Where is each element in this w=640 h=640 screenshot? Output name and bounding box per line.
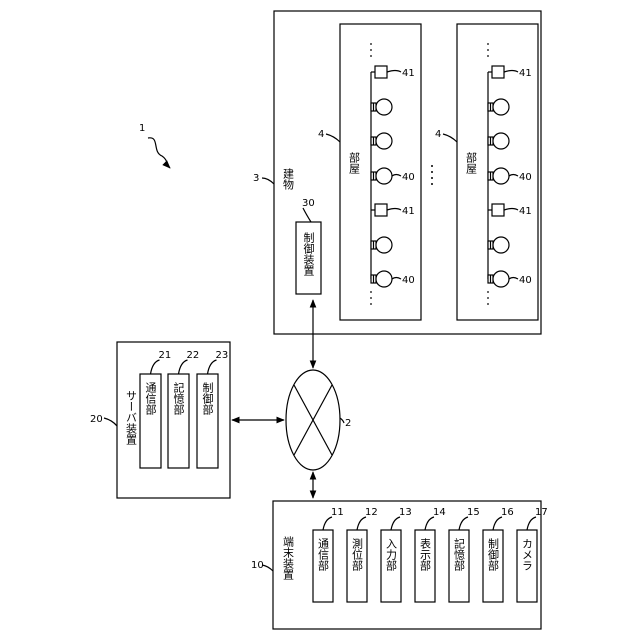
unit-label: 制御部 (487, 538, 500, 571)
building-ref: 3 (253, 173, 259, 184)
unit-label: 測位部 (351, 537, 364, 571)
sensor-ref: 41 (402, 68, 415, 79)
chain-ellipsis-dot (370, 303, 372, 305)
chain-ellipsis-dot (487, 297, 489, 299)
terminal-ref: 10 (251, 560, 264, 571)
unit-label: カメラ (521, 538, 534, 571)
sensor-icon (492, 204, 504, 216)
unit-ref: 13 (399, 507, 412, 518)
unit-ref: 21 (159, 350, 172, 361)
lamp-ref: 40 (519, 275, 532, 286)
unit-ref: 14 (433, 507, 446, 518)
unit-ref: 15 (467, 507, 480, 518)
chain-ellipsis-dot (487, 49, 489, 51)
chain-ellipsis-dot (370, 291, 372, 293)
unit-ref: 16 (501, 507, 514, 518)
room-ref-1: 4 (318, 129, 324, 140)
unit-label: 記憶部 (172, 381, 185, 415)
chain-ellipsis-dot (487, 43, 489, 45)
chain-ellipsis-dot (487, 55, 489, 57)
figure-ref-leader (148, 138, 170, 168)
unit-label: 通信部 (144, 382, 157, 415)
network-ref-leader (340, 418, 344, 423)
building-label: 建物 (282, 167, 295, 190)
lamp-ref: 40 (402, 172, 415, 183)
room-ref-2: 4 (435, 129, 441, 140)
lamp-ref: 40 (519, 172, 532, 183)
chain-ellipsis-dot (487, 303, 489, 305)
sensor-icon (492, 66, 504, 78)
server-label: サーバ装置 (125, 390, 138, 445)
terminal-label: 端末装置 (282, 536, 295, 580)
chain-ellipsis-dot (370, 55, 372, 57)
figure-ref-label: 1 (139, 123, 145, 134)
unit-ref: 22 (187, 350, 200, 361)
unit-label: 通信部 (317, 538, 330, 571)
building-ref-leader (262, 178, 274, 184)
sensor-icon (375, 66, 387, 78)
unit-label: 表示部 (419, 537, 432, 571)
sensor-ref: 41 (402, 206, 415, 217)
unit-label: 入力部 (385, 538, 398, 571)
sensor-ref: 41 (519, 206, 532, 217)
network-ref: 2 (345, 418, 351, 429)
network-node (286, 370, 340, 470)
unit-ref: 11 (331, 507, 344, 518)
lamp-ref: 40 (402, 275, 415, 286)
controller-label: 制御装置 (302, 232, 315, 276)
controller-ref: 30 (302, 198, 315, 209)
unit-ref: 12 (365, 507, 378, 518)
room-label-1: 部屋 (348, 151, 361, 175)
unit-ref: 23 (216, 350, 229, 361)
unit-label: 記憶部 (453, 537, 466, 571)
chain-ellipsis-dot (370, 49, 372, 51)
server-ref-leader (104, 418, 117, 426)
chain-ellipsis-dot (487, 291, 489, 293)
unit-ref: 17 (535, 507, 548, 518)
sensor-ref: 41 (519, 68, 532, 79)
chain-ellipsis-dot (370, 297, 372, 299)
sensor-icon (375, 204, 387, 216)
server-ref: 20 (90, 414, 103, 425)
chain-ellipsis-dot (370, 43, 372, 45)
unit-label: 制御部 (201, 382, 214, 415)
room-label-2: 部屋 (465, 151, 478, 175)
